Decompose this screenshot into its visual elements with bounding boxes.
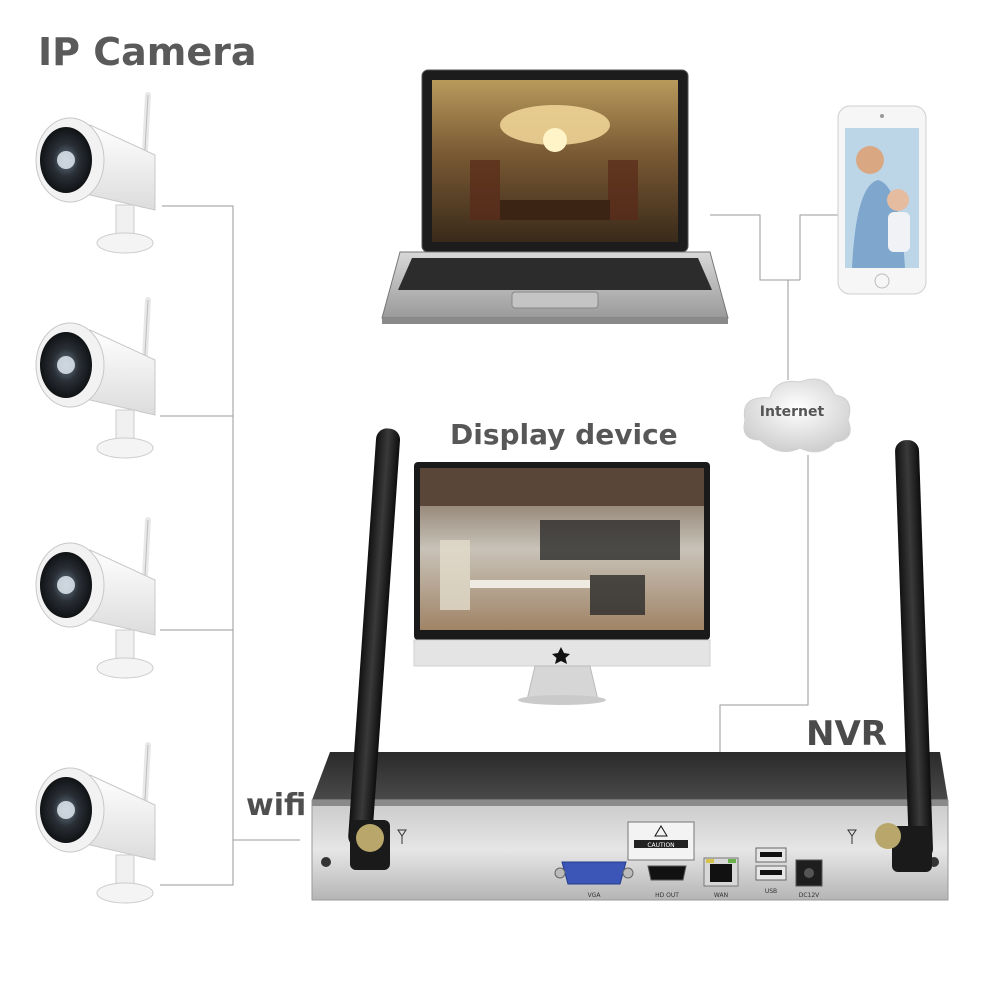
display-monitor xyxy=(413,462,711,705)
vga-port-label: VGA xyxy=(588,892,602,899)
internet-cloud xyxy=(743,378,851,453)
power-port-label: DC12V xyxy=(799,892,820,899)
caution-label: CAUTION xyxy=(647,842,674,849)
nvr-label: NVR xyxy=(806,714,887,754)
ip-camera-2 xyxy=(35,297,156,459)
internet-label: Internet xyxy=(759,404,825,420)
nvr-antenna-left xyxy=(348,428,401,870)
ip-camera-1 xyxy=(35,92,156,254)
laptop xyxy=(381,69,729,324)
nvr-device: CAUTION VGA HD OUT WAN USB DC12V xyxy=(311,752,949,901)
display-device-label: Display device xyxy=(450,418,678,451)
connection-lines xyxy=(160,205,838,886)
nvr-antenna-right xyxy=(875,440,933,872)
usb-port-label: USB xyxy=(765,888,777,895)
hdmi-port-label: HD OUT xyxy=(655,892,679,899)
wan-port-label: WAN xyxy=(714,892,728,899)
smartphone xyxy=(837,105,927,295)
page-title: IP Camera xyxy=(38,30,257,74)
ip-camera-3 xyxy=(35,517,156,679)
ip-camera-4 xyxy=(35,742,156,904)
wifi-label: wifi xyxy=(246,788,307,823)
